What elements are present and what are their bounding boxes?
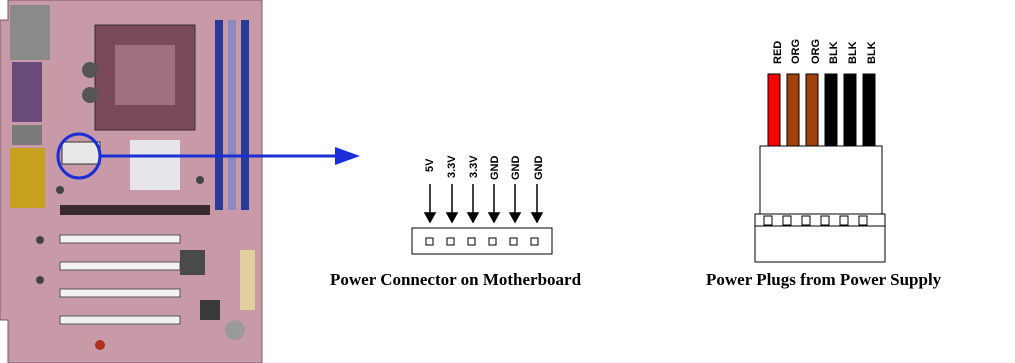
power-supply-plug-caption: Power Plugs from Power Supply bbox=[706, 270, 942, 289]
wire bbox=[843, 73, 857, 147]
motherboard-image bbox=[0, 0, 263, 363]
wire-label: RED bbox=[772, 40, 784, 64]
motherboard-connector-caption: Power Connector on Motherboard bbox=[330, 270, 582, 289]
pin-label: 3.3V bbox=[468, 155, 480, 178]
highlight-circle bbox=[56, 132, 102, 180]
pin-label: GND bbox=[489, 155, 501, 180]
wire bbox=[824, 73, 838, 147]
wire-label: BLK bbox=[866, 41, 878, 64]
wire bbox=[786, 73, 800, 147]
pin-label: GND bbox=[533, 155, 545, 180]
wire bbox=[862, 73, 876, 147]
wire-label: BLK bbox=[847, 41, 859, 64]
arrow-head bbox=[335, 147, 360, 165]
plug-drawing bbox=[754, 73, 886, 263]
pin-label: GND bbox=[510, 155, 522, 180]
wire bbox=[767, 73, 781, 147]
pin-label: 5V bbox=[424, 158, 436, 172]
wire bbox=[805, 73, 819, 147]
pin-label: 3.3V bbox=[446, 155, 458, 178]
wire-label: ORG bbox=[810, 38, 822, 64]
connector-drawing bbox=[411, 184, 553, 255]
wire-label: BLK bbox=[828, 41, 840, 64]
wire-label: ORG bbox=[790, 38, 802, 64]
